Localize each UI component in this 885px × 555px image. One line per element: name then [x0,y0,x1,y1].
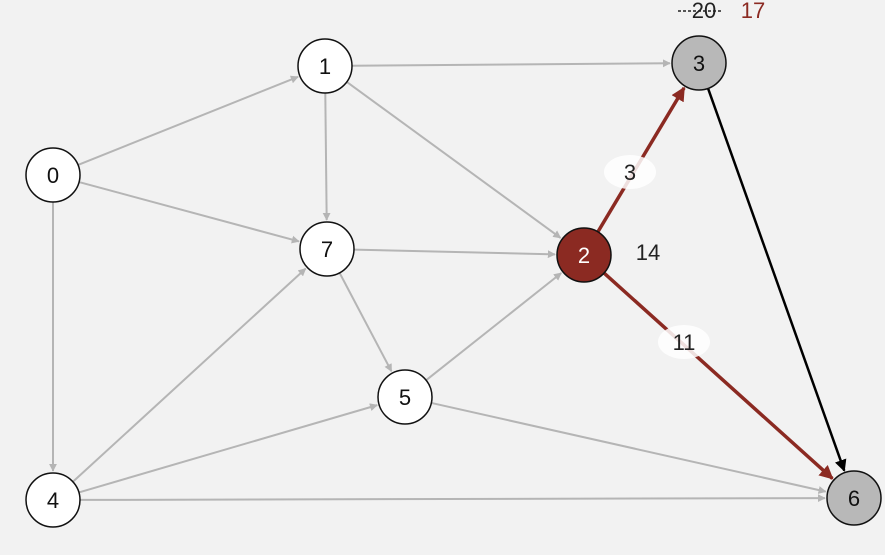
node-circle [299,221,355,277]
node-3: 3 [671,35,727,91]
edge-1-3 [351,59,671,68]
edge-1-2 [346,81,562,239]
edge-2-6 [602,271,834,480]
node-circle [826,470,882,526]
weight-bubble [604,155,656,189]
node-label: 1 [319,54,331,79]
node-2: 2 [556,227,612,283]
weight-label: 11 [673,330,696,355]
node-label: 6 [848,486,860,511]
distance-annotation-node-3: 20 17 [678,0,765,23]
node-0: 0 [25,147,81,203]
node-circle [377,369,433,425]
weight-label: 3 [624,160,636,185]
edge-7-5 [338,272,393,373]
node-circle [671,35,727,91]
weights-layer: 3 11 [604,155,710,359]
edge-5-2 [425,272,562,382]
edges-layer [49,59,847,503]
edge-weight-2-6: 11 [658,325,710,359]
edge-weight-2-3: 3 [604,155,656,189]
edge-3-6 [706,88,847,472]
distance-node-2: 14 [636,240,660,265]
edge-4-5 [78,403,378,494]
node-6: 6 [826,470,882,526]
nodes-layer: 0 1 2 3 4 5 6 7 [25,35,882,528]
node-circle [25,147,81,203]
node-label: 0 [47,163,59,188]
weight-bubble [658,325,710,359]
node-label: 7 [321,237,333,262]
node-label: 5 [399,385,411,410]
edge-0-1 [77,75,299,166]
node-label: 2 [578,243,590,268]
edge-5-6 [431,401,827,494]
node-circle [556,227,612,283]
node-label: 4 [47,488,59,513]
new-distance-node-3: 17 [741,0,765,23]
node-4: 4 [25,472,81,528]
edge-4-7 [72,267,307,483]
node-circle [297,38,353,94]
node-1: 1 [297,38,353,94]
node-7: 7 [299,221,355,277]
node-label: 3 [693,51,705,76]
edge-7-2 [353,248,556,259]
edge-0-7 [78,181,300,244]
node-circle [25,472,81,528]
edge-4-6 [79,494,826,503]
node-5: 5 [377,369,433,425]
edge-1-7 [322,92,331,221]
